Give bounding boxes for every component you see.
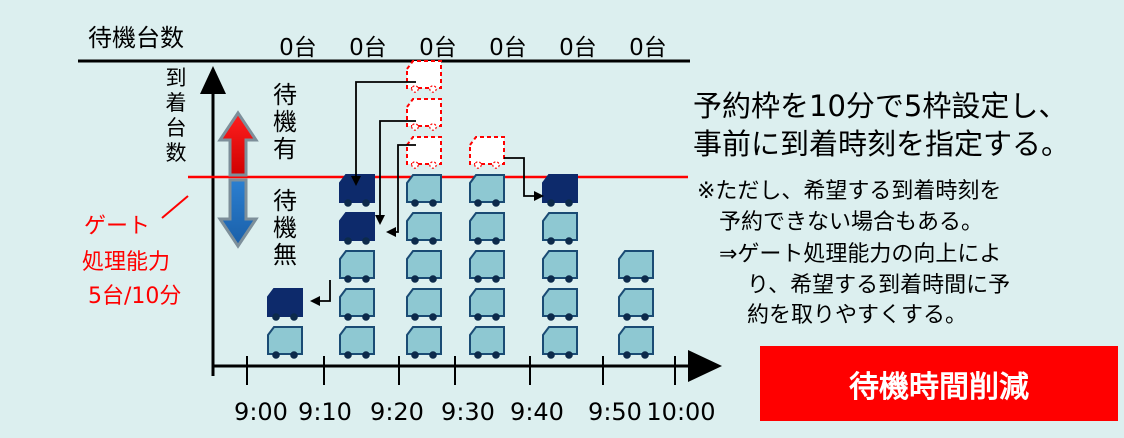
truck-4-2	[542, 250, 578, 283]
truck-3-4	[469, 174, 505, 207]
x-ticks	[246, 356, 676, 385]
truck-1-2	[339, 250, 375, 283]
waiting-count-0920: 0台	[419, 35, 457, 61]
truck-stacks	[267, 60, 654, 359]
note-sub-line-5: 約を取りやすくする。	[747, 303, 968, 328]
waiting-count-0930: 0台	[489, 35, 527, 61]
truck-4-4	[542, 174, 578, 207]
note-sub-line-2: 予約できない場合もある。	[719, 210, 984, 235]
truck-3-2	[469, 250, 505, 283]
tick-0910: 9:10	[298, 398, 352, 426]
truck-5-2	[618, 250, 654, 283]
truck-4-3	[542, 212, 578, 245]
y-axis-arrowhead	[200, 66, 226, 94]
tick-0920: 9:20	[370, 398, 424, 426]
truck-1-0	[339, 326, 375, 359]
waiting-count-label: 待機台数	[88, 24, 184, 52]
truck-5-1	[618, 288, 654, 321]
reallocation-arrows	[310, 81, 544, 306]
without-wait-label: 待機無	[273, 187, 297, 269]
truck-2-1	[406, 288, 442, 321]
with-wait-label: 待機有	[273, 81, 297, 163]
waiting-count-0900: 0台	[279, 35, 317, 61]
truck-4-0	[542, 326, 578, 359]
truck-2-3	[406, 212, 442, 245]
truck-2-6	[406, 98, 442, 131]
truck-0-1	[267, 288, 303, 321]
truck-1-4	[339, 174, 375, 207]
note-main-line-1: 予約枠を10分で5枠設定し、	[693, 89, 1068, 123]
arrival-count-label: 到着台数	[165, 66, 187, 165]
waiting-time-reduction-box: 待機時間削減	[760, 346, 1118, 421]
note-sub-line-1: ※ただし、希望する到着時刻を	[697, 179, 1002, 204]
truck-3-3	[469, 212, 505, 245]
note-sub-line-3: ⇒ゲート処理能力の向上によ	[719, 242, 1002, 267]
tick-0900: 9:00	[234, 398, 288, 426]
truck-2-4	[406, 174, 442, 207]
truck-0-0	[267, 326, 303, 359]
double-arrow	[217, 110, 259, 249]
truck-1-1	[339, 288, 375, 321]
waiting-count-0950: 0台	[629, 35, 667, 61]
waiting-count-0940: 0台	[559, 35, 597, 61]
note-sub-line-4: り、希望する到着時間に予	[747, 273, 1011, 298]
tick-1000: 10:00	[646, 398, 716, 426]
truck-2-2	[406, 250, 442, 283]
gate-label-1: ゲート	[84, 214, 151, 239]
tick-0940: 9:40	[510, 398, 564, 426]
note-main-line-2: 事前に到着時刻を指定する。	[693, 127, 1071, 161]
truck-5-0	[618, 326, 654, 359]
x-axis-arrowhead	[688, 350, 722, 382]
truck-4-1	[542, 288, 578, 321]
tick-0950: 9:50	[588, 398, 642, 426]
truck-3-5	[469, 136, 505, 169]
waiting-count-0910: 0台	[349, 35, 387, 61]
truck-2-7	[406, 60, 442, 93]
tick-0930: 9:30	[441, 398, 495, 426]
truck-2-0	[406, 326, 442, 359]
gate-pointer-line	[161, 195, 189, 219]
truck-1-3	[339, 212, 375, 245]
gate-label-3: 5台/10分	[88, 284, 182, 309]
truck-3-1	[469, 288, 505, 321]
gate-label-2: 処理能力	[82, 250, 171, 275]
truck-2-5	[406, 136, 442, 169]
truck-3-0	[469, 326, 505, 359]
